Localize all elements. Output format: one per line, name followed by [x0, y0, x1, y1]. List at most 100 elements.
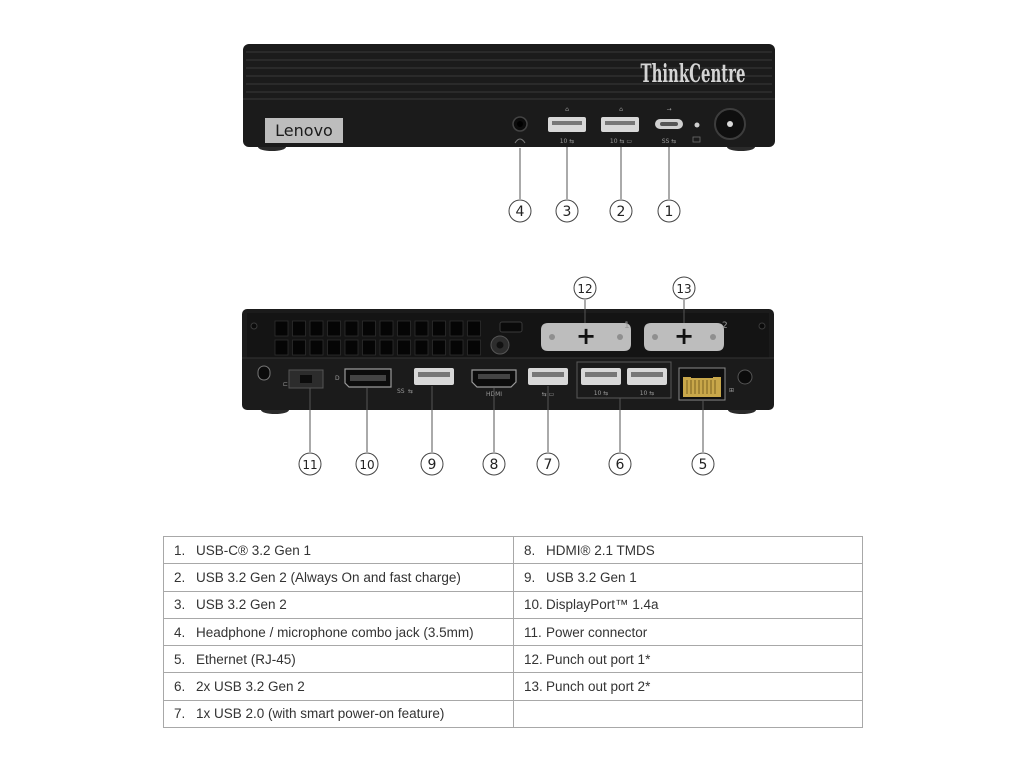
vent-slot — [467, 320, 481, 337]
legend-number: 2. — [174, 569, 186, 585]
svg-text:12: 12 — [577, 282, 592, 296]
legend-number: 12. — [524, 651, 543, 667]
legend-number: 4. — [174, 624, 186, 640]
legend-cell-left: 4. Headphone / microphone combo jack (3.5… — [163, 617, 514, 647]
vent-slot — [344, 339, 359, 356]
vent-slot — [327, 320, 341, 337]
svg-text:6: 6 — [616, 457, 625, 473]
vent-slot — [432, 339, 446, 356]
legend-row: 4. Headphone / microphone combo jack (3.5… — [163, 617, 863, 647]
svg-text:D: D — [335, 375, 340, 382]
svg-text:8: 8 — [490, 457, 499, 473]
legend-row: 5.Ethernet (RJ-45) 12.Punch out port 1* — [163, 645, 863, 674]
usb-c-icon: SS ⇆ — [662, 138, 677, 145]
legend-description: Power connector — [546, 624, 648, 640]
thinkcentre-logo: ThinkCentre — [641, 59, 746, 88]
callout-12 — [573, 276, 597, 300]
legend-number: 13. — [524, 679, 543, 695]
svg-text:10 ⇆: 10 ⇆ — [594, 390, 609, 397]
front-grille — [246, 51, 772, 93]
svg-text:⊞: ⊞ — [729, 387, 734, 394]
legend-cell-left: 7.1x USB 2.0 (with smart power-on featur… — [163, 699, 514, 729]
vent-slot — [467, 339, 481, 356]
front-callouts: 4 3 2 1 — [508, 199, 681, 223]
legend-description: DisplayPort™ 1.4a — [546, 597, 659, 613]
legend-description: Headphone / microphone combo jack (3.5mm… — [196, 624, 474, 640]
svg-text:SS: SS — [397, 388, 405, 395]
legend-number: 6. — [174, 679, 186, 695]
callout-13 — [672, 276, 696, 300]
legend-cell-right: 11.Power connector — [513, 617, 863, 647]
rear-knob — [737, 369, 753, 385]
usb-a-icon: 10 ⇆ ▭ — [610, 138, 632, 145]
power-led-icon — [694, 122, 700, 128]
vent-slot — [309, 339, 324, 356]
front-callout-lines — [519, 147, 670, 199]
front-chassis — [243, 44, 775, 147]
front-audio-jack — [512, 116, 528, 144]
legend-cell-left: 5.Ethernet (RJ-45) — [163, 645, 514, 674]
rear-ethernet-port — [678, 367, 726, 401]
rear-vent-grid — [274, 320, 481, 356]
callout-2 — [609, 199, 633, 223]
headset-icon — [514, 138, 526, 144]
rear-displayport: D — [335, 368, 392, 388]
legend-cell-right — [513, 699, 863, 729]
callout-5 — [691, 452, 715, 476]
callout-3 — [555, 199, 579, 223]
rear-view: + 1 + 2 ⊏ D SS — [242, 276, 774, 476]
rear-top-callouts: 12 13 — [573, 276, 696, 300]
legend-description: Punch out port 2* — [546, 679, 651, 695]
legend-number: 1. — [174, 542, 186, 558]
vent-slot — [432, 320, 446, 337]
legend-description: USB 3.2 Gen 2 (Always On and fast charge… — [196, 569, 461, 585]
svg-text:13: 13 — [676, 282, 691, 296]
front-view: ThinkCentre Lenovo 10 ⇆ ⌂ 10 ⇆ ▭ ⌂ — [243, 44, 775, 223]
usb-a-icon: 10 ⇆ — [560, 138, 575, 145]
legend-number: 8. — [524, 542, 536, 558]
rear-bottom-callout-lines — [309, 386, 704, 452]
rear-usb-port-9: SS ⇆ — [397, 368, 454, 395]
svg-text:10: 10 — [359, 458, 374, 472]
svg-text:+: + — [576, 322, 596, 350]
svg-text:5: 5 — [699, 457, 708, 473]
callout-8 — [482, 452, 506, 476]
svg-text:11: 11 — [302, 458, 317, 472]
svg-text:2: 2 — [617, 204, 626, 220]
vent-slot — [362, 320, 376, 337]
vent-slot — [379, 320, 394, 337]
legend-description: 2x USB 3.2 Gen 2 — [196, 679, 305, 695]
front-usb-c-port: SS ⇆ → — [655, 106, 683, 145]
legend-cell-left: 6. 2x USB 3.2 Gen 2 — [163, 672, 514, 701]
rear-top-callout-lines — [584, 300, 685, 323]
callout-9 — [420, 452, 444, 476]
vent-slot — [362, 339, 376, 356]
svg-text:1: 1 — [665, 204, 674, 220]
power-button[interactable] — [714, 108, 746, 140]
rear-bottom-callouts: 11 10 9 8 7 6 5 — [298, 452, 715, 476]
legend-cell-left: 2. USB 3.2 Gen 2 (Always On and fast char… — [163, 563, 514, 592]
svg-text:1: 1 — [624, 321, 630, 331]
front-usb-a-port-2: 10 ⇆ ▭ ⌂ — [601, 106, 639, 145]
legend-row: 2. USB 3.2 Gen 2 (Always On and fast char… — [163, 563, 863, 592]
security-slot-icon — [499, 321, 523, 333]
svg-text:10 ⇆: 10 ⇆ — [640, 390, 655, 397]
vent-slot — [309, 320, 324, 337]
vent-slot — [414, 320, 429, 337]
callout-1 — [657, 199, 681, 223]
legend-description: Punch out port 1* — [546, 651, 651, 667]
svg-text:→: → — [666, 106, 671, 113]
svg-text:3: 3 — [563, 204, 572, 220]
callout-7 — [536, 452, 560, 476]
legend-description: Ethernet (RJ-45) — [196, 651, 296, 667]
vent-slot — [449, 339, 464, 356]
svg-text:⇆: ⇆ — [408, 388, 413, 395]
punchout-port-2: + 2 — [644, 321, 728, 351]
rear-power-connector: ⊏ — [283, 369, 324, 389]
legend-description: 1x USB 2.0 (with smart power-on feature) — [196, 706, 445, 722]
legend-number: 3. — [174, 597, 186, 613]
callout-4 — [508, 199, 532, 223]
svg-text:⌂: ⌂ — [619, 106, 623, 113]
vent-slot — [344, 320, 359, 337]
